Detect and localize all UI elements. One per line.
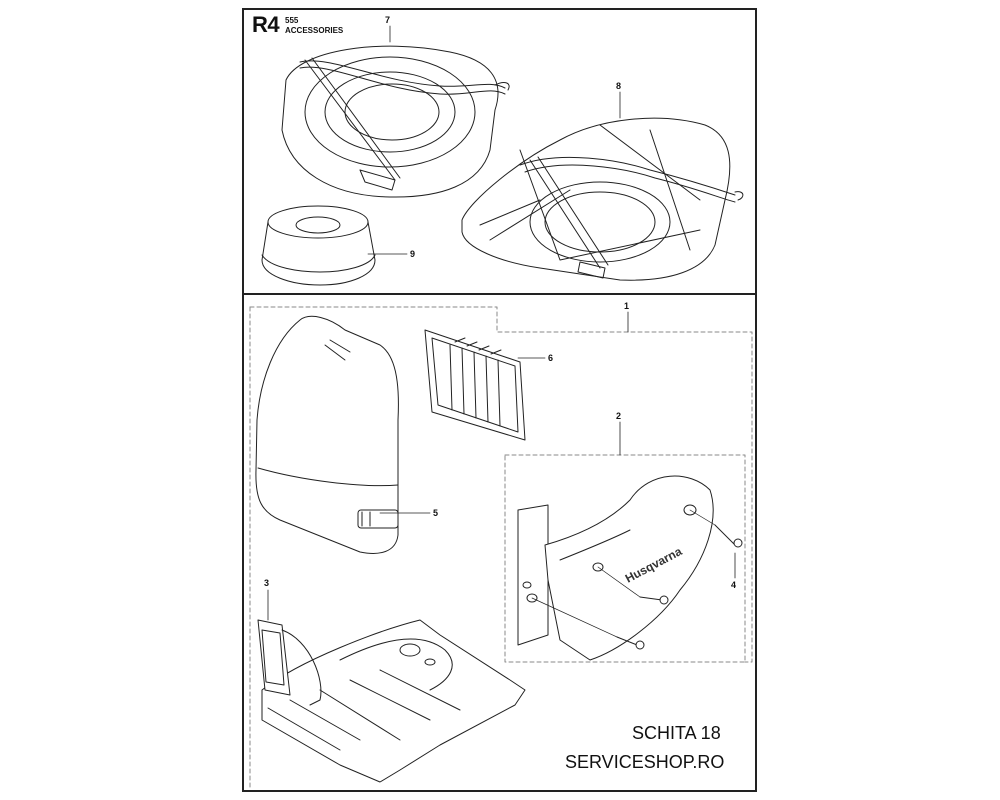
site-label: SERVICESHOP.RO	[565, 752, 725, 772]
part-4-screws[interactable]	[531, 509, 743, 650]
part-7-round-cover[interactable]	[281, 45, 510, 198]
part-9-cap[interactable]	[261, 205, 376, 286]
callout-1: 1	[624, 301, 630, 311]
sheet-label: SCHITA 18	[632, 723, 721, 743]
part-2-side-cover[interactable]: Husqvarna	[517, 475, 714, 661]
assembly-group-boxes	[249, 306, 753, 791]
section-name: ACCESSORIES	[285, 26, 344, 35]
leader-lines	[267, 25, 736, 621]
callout-2: 2	[616, 411, 622, 421]
callout-8: 8	[616, 81, 622, 91]
callout-6: 6	[548, 353, 554, 363]
part-8-triangular-cover[interactable]	[461, 117, 744, 281]
callout-4: 4	[731, 580, 737, 590]
callout-7: 7	[385, 15, 391, 25]
part-3-intake-base[interactable]	[257, 619, 526, 783]
bottom-panel-frame	[242, 293, 757, 792]
callout-5: 5	[433, 508, 439, 518]
part-6-filter-grille[interactable]	[424, 329, 526, 441]
callout-9: 9	[410, 249, 416, 259]
callout-3: 3	[264, 578, 270, 588]
section-code: R4	[252, 12, 280, 37]
model-number: 555	[285, 16, 299, 25]
part-5-shroud[interactable]	[255, 315, 399, 554]
